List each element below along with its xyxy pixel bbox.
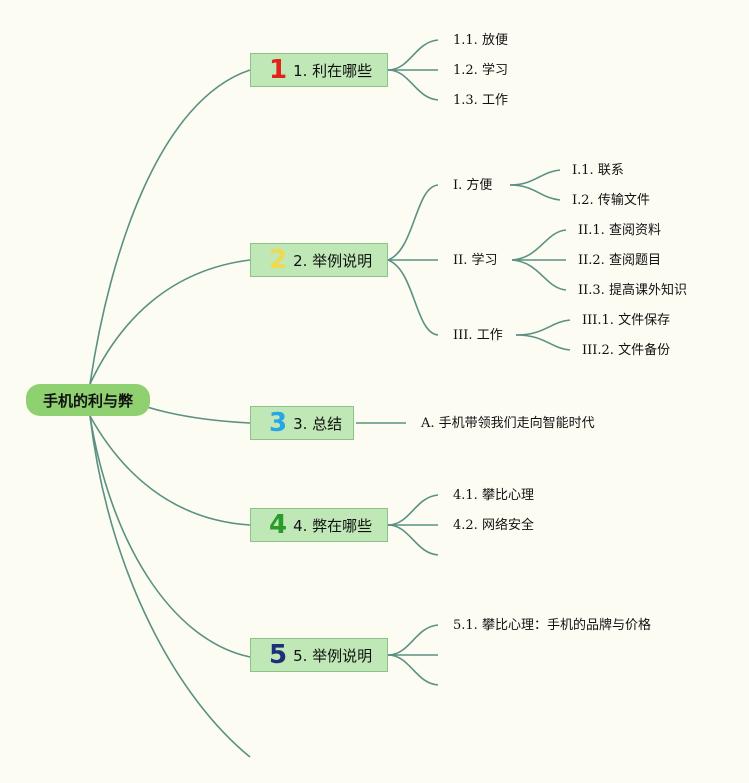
number-5-icon: 5	[269, 640, 288, 670]
subtopic-1-2[interactable]: 1.2. 学习	[453, 63, 508, 78]
branch-4-label: 4. 弊在哪些	[293, 516, 373, 535]
subtopic-5-1[interactable]: 5.1. 攀比心理：手机的品牌与价格	[453, 618, 651, 633]
branch-5-label: 5. 举例说明	[293, 646, 373, 665]
subtopic-2-II-1[interactable]: II.1. 查阅资料	[578, 223, 661, 238]
subtopic-2-I-2[interactable]: I.2. 传输文件	[572, 193, 650, 208]
subtopic-2-I-1[interactable]: I.1. 联系	[572, 163, 624, 178]
branch-5-topic[interactable]: 5 5. 举例说明	[250, 638, 388, 672]
subtopic-2-II[interactable]: II. 学习	[453, 253, 498, 268]
subtopic-1-1[interactable]: 1.1. 放便	[453, 33, 508, 48]
subtopic-2-III[interactable]: III. 工作	[453, 328, 503, 343]
branch-1-label: 1. 利在哪些	[293, 61, 373, 80]
number-3-icon: 3	[269, 408, 288, 438]
subtopic-2-III-2[interactable]: III.2. 文件备份	[582, 343, 671, 358]
subtopic-3-A[interactable]: A. 手机带领我们走向智能时代	[421, 416, 595, 431]
root-topic[interactable]: 手机的利与弊	[26, 384, 150, 416]
subtopic-2-I[interactable]: I. 方便	[453, 178, 493, 193]
subtopic-4-2[interactable]: 4.2. 网络安全	[453, 518, 534, 533]
branch-2-label: 2. 举例说明	[293, 251, 373, 270]
subtopic-1-3[interactable]: 1.3. 工作	[453, 93, 508, 108]
subtopic-2-II-2[interactable]: II.2. 查阅题目	[578, 253, 661, 268]
number-4-icon: 4	[269, 510, 288, 540]
number-2-icon: 2	[269, 245, 288, 275]
subtopic-2-III-1[interactable]: III.1. 文件保存	[582, 313, 671, 328]
branch-3-topic[interactable]: 3 3. 总结	[250, 406, 354, 440]
branch-1-topic[interactable]: 1 1. 利在哪些	[250, 53, 388, 87]
subtopic-2-II-3[interactable]: II.3. 提高课外知识	[578, 283, 687, 298]
number-1-icon: 1	[269, 55, 288, 85]
subtopic-4-1[interactable]: 4.1. 攀比心理	[453, 488, 534, 503]
branch-4-topic[interactable]: 4 4. 弊在哪些	[250, 508, 388, 542]
branch-2-topic[interactable]: 2 2. 举例说明	[250, 243, 388, 277]
branch-3-label: 3. 总结	[293, 414, 343, 433]
